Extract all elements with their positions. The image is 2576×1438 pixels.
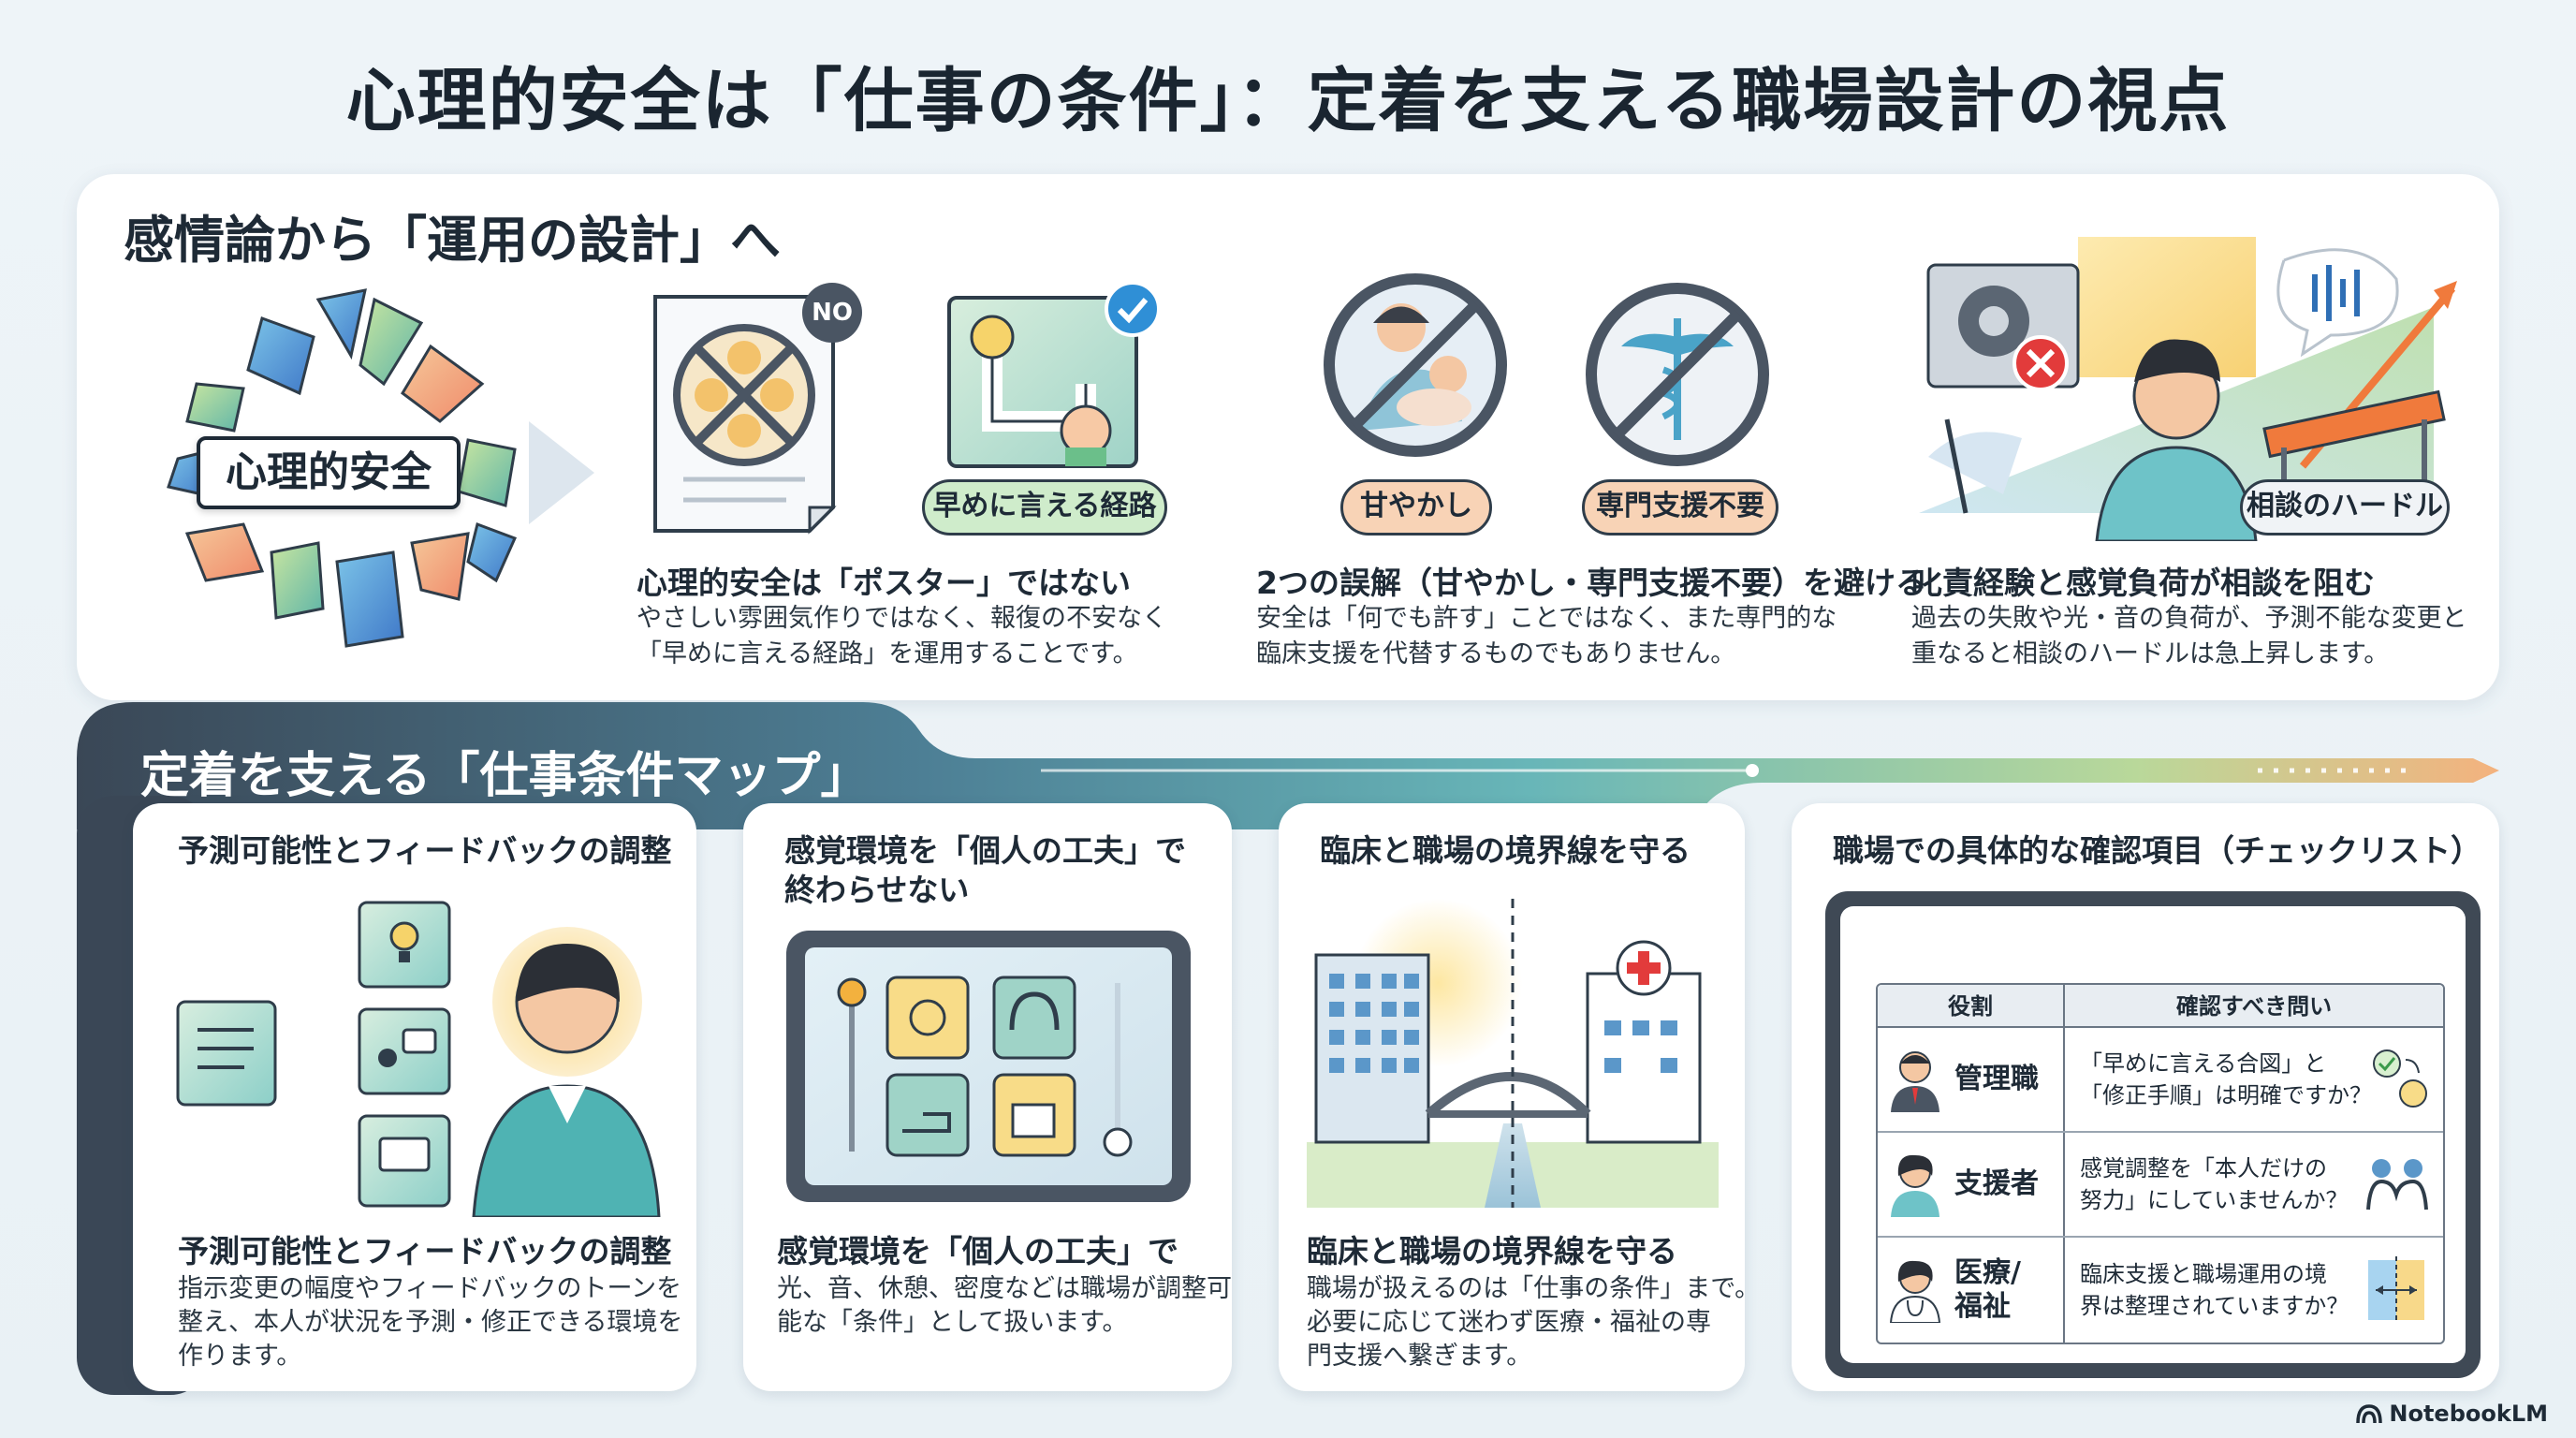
table-row: 支援者 感覚調整を「本人だけの 努力」にしていませんか？ [1878, 1133, 2443, 1238]
boundary-card-line3: 門支援へ繋ぎます。 [1307, 1342, 1532, 1371]
table-row: 管理職 「早めに言える合図」と 「修正手順」は明確ですか？ [1878, 1028, 2443, 1133]
sensory-card-title: 感覚環境を「個人の工夫」で [777, 1233, 1178, 1269]
two-people-support-icon [2366, 1159, 2428, 1211]
consultation-hurdle-illustration [1919, 237, 2457, 541]
poster-crossed-icon [653, 295, 837, 535]
notebooklm-brand: NotebookLM [2355, 1401, 2548, 1427]
supporter-question-line1: 感覚調整を「本人だけの [2080, 1155, 2327, 1181]
hurdle-caption-line1: 過去の失敗や光・音の負荷が、予測不能な変更と [1911, 604, 2467, 633]
signal-correction-icon [2373, 1049, 2427, 1108]
supporter-avatar-icon [1891, 1154, 1939, 1217]
chevron-right-icon [529, 421, 594, 524]
boundary-card-title: 臨床と職場の境界線を守る [1307, 1233, 1677, 1269]
boundary-card-line2: 必要に応じて迷わず医療・福祉の専 [1307, 1308, 1711, 1337]
checklist-table-header: 役割 確認すべき問い [1878, 985, 2443, 1028]
brand-name: NotebookLM [2389, 1401, 2548, 1427]
poster-caption-title: 心理的安全は「ポスター」ではない [637, 565, 1131, 601]
page-title: 心理的安全は「仕事の条件」：定着を支える職場設計の視点 [345, 61, 2231, 141]
manager-question-line2: 「修正手順」は明確ですか？ [2080, 1082, 2372, 1108]
checklist-card-header: 職場での具体的な確認項目（チェックリスト） [1833, 832, 2481, 869]
sensory-card-line2: 能な「条件」として扱います。 [777, 1308, 1128, 1337]
role-medical-line1: 医療/ [1954, 1256, 2021, 1289]
supporter-question-line2: 努力」にしていませんか？ [2080, 1187, 2349, 1213]
checklist-tablet: 役割 確認すべき問い 管理職 「早めに言える合図」と 「修正手順 [1825, 891, 2481, 1378]
predictability-card-title: 予測可能性とフィードバックの調整 [178, 1233, 672, 1269]
medical-question-line2: 界は整理されていますか？ [2080, 1293, 2349, 1319]
top-section-heading: 感情論から「運用の設計」へ [124, 211, 781, 270]
shattered-glass-icon [167, 288, 518, 648]
no-pampering-icon [1324, 273, 1507, 457]
checklist-table: 役割 確認すべき問い 管理職 「早めに言える合図」と 「修正手順 [1876, 983, 2445, 1344]
question-column-header: 確認すべき問い [2175, 993, 2333, 1020]
sensory-card-line1: 光、音、休憩、密度などは職場が調整可 [777, 1274, 1232, 1303]
boundary-card-line1: 職場が扱えるのは「仕事の条件」まで。 [1307, 1274, 1761, 1303]
route-pill: 早めに言える経路 [922, 479, 1167, 536]
hurdle-caption-title: 叱責経験と感覚負荷が相談を阻む [1911, 565, 2375, 601]
predictability-card-line2: 整え、本人が状況を予測・修正できる環境を [178, 1308, 683, 1337]
work-conditions-map-heading: 定着を支える「仕事条件マップ」 [140, 748, 870, 804]
sensory-card-header-line2: 終わらせない [784, 872, 970, 908]
workplace-hospital-bridge-illustration [1307, 899, 1719, 1208]
manager-question-line1: 「早めに言える合図」と [2080, 1050, 2327, 1077]
consultation-hurdle-pill: 相談のハードル [2240, 479, 2450, 536]
predictability-card-line1: 指示変更の幅度やフィードバックのトーンを [178, 1274, 682, 1303]
role-medical-line2: 福祉 [1954, 1290, 2011, 1323]
misunderstanding-caption-line2: 臨床支援を代替するものでもありません。 [1256, 639, 1736, 668]
boundary-divider-icon [2368, 1256, 2424, 1324]
notebooklm-logo-icon [2356, 1404, 2383, 1424]
check-circle-icon [1105, 281, 1161, 337]
psychological-safety-label: 心理的安全 [197, 436, 461, 509]
pampering-pill: 甘やかし [1340, 479, 1492, 536]
sensory-card-header-line1: 感覚環境を「個人の工夫」で [784, 832, 1186, 869]
boundary-card-header: 臨床と職場の境界線を守る [1320, 832, 1690, 869]
medical-question-line1: 臨床支援と職場運用の境 [2080, 1261, 2327, 1287]
table-row: 医療/ 福祉 臨床支援と職場運用の境 界は整理されていますか？ [1878, 1238, 2443, 1343]
medical-welfare-avatar-icon [1889, 1260, 1941, 1323]
sensory-tablet-illustration [786, 931, 1191, 1202]
predictability-card-line3: 作ります。 [178, 1342, 302, 1371]
role-supporter: 支援者 [1954, 1167, 2039, 1200]
feedback-person-illustration [176, 901, 661, 1217]
role-column-header: 役割 [1878, 985, 2065, 1026]
misunderstanding-caption-title: 2つの誤解（甘やかし・専門支援不要）を避ける [1256, 565, 1926, 601]
manager-avatar-icon [1891, 1051, 1939, 1112]
route-path-icon [947, 296, 1138, 468]
predictability-card-header: 予測可能性とフィードバックの調整 [178, 832, 672, 869]
poster-caption-line2: 「早めに言える経路」を運用することです。 [637, 639, 1138, 668]
misunderstanding-caption-line1: 安全は「何でも許す」ことではなく、また専門的な [1256, 604, 1837, 633]
no-badge: NO [802, 283, 862, 343]
no-specialist-support-pill: 専門支援不要 [1582, 479, 1778, 536]
role-manager: 管理職 [1954, 1063, 2039, 1095]
hurdle-caption-line2: 重なると相談のハードルは急上昇します。 [1911, 639, 2390, 668]
no-medical-support-icon [1586, 283, 1769, 466]
poster-caption-line1: やさしい雰囲気作りではなく、報復の不安なく [637, 604, 1167, 633]
